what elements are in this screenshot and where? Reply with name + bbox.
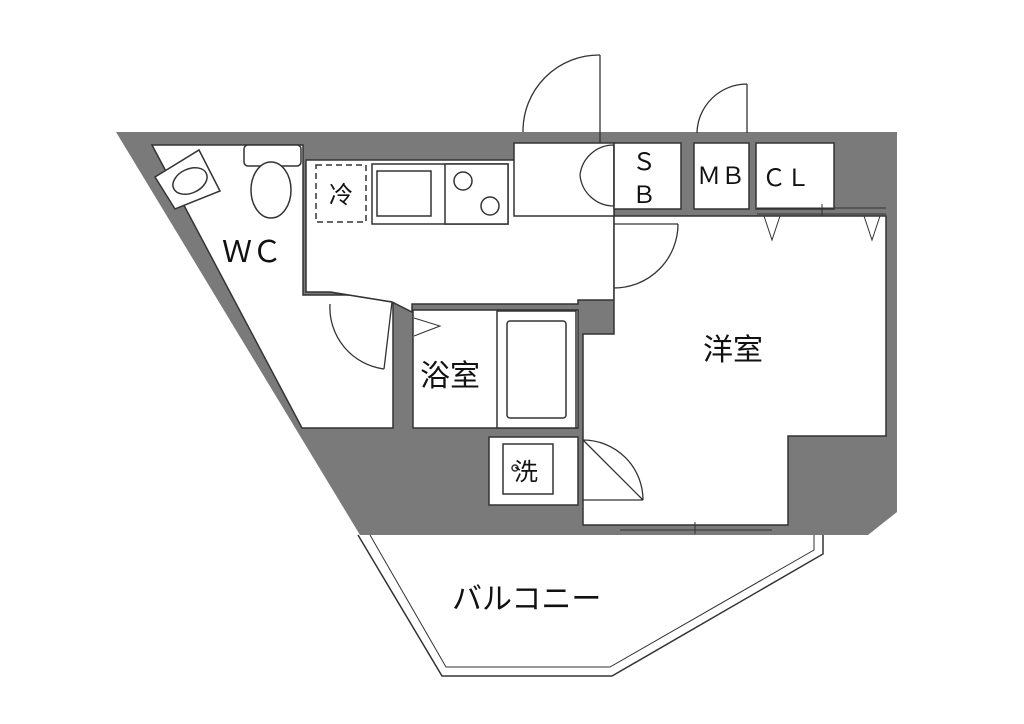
balcony-label: バルコニー	[452, 582, 601, 617]
mb-door-swing	[696, 83, 748, 134]
stove-burner-bottom	[480, 196, 500, 216]
fridge-box	[315, 164, 367, 223]
western-window	[620, 522, 772, 534]
cl-room	[755, 142, 835, 210]
closet-label: ＣＬ	[762, 164, 810, 192]
entry-door-swing	[522, 54, 601, 143]
sb-label-line2: Ｂ	[632, 181, 656, 209]
mb-room	[693, 142, 750, 210]
western-room-label: 洋室	[703, 333, 763, 368]
entry-room	[513, 142, 615, 217]
wc-label: ＷＣ	[222, 235, 282, 270]
closet-sliding-door	[757, 204, 886, 216]
wc-door-swing	[329, 291, 393, 370]
bath-door-swing	[582, 439, 644, 501]
toilet-bowl	[250, 161, 292, 219]
laundry-drain	[511, 464, 519, 472]
bathroom-label: 浴室	[420, 359, 480, 394]
balcony-outline	[357, 534, 824, 677]
closet-door-right-marker	[863, 215, 881, 242]
sb-label-line1: Ｓ	[632, 148, 656, 176]
western-door-swing	[613, 223, 679, 289]
balcony-inner-outline	[369, 534, 815, 668]
kitchen-sink	[376, 170, 432, 217]
closet-door-left-marker	[763, 215, 781, 242]
fridge-label: 冷	[329, 181, 353, 209]
laundry-pan	[502, 443, 554, 495]
sb-room	[613, 142, 682, 210]
western-room	[582, 215, 887, 526]
entry-inner-door-swing	[579, 144, 615, 207]
wc-washbasin-bowl	[172, 166, 208, 196]
mb-label: ＭＢ	[697, 162, 745, 190]
stove-panel	[444, 163, 509, 225]
stove-burner-top	[453, 171, 473, 191]
bathtub-inner	[506, 320, 567, 419]
washing-machine-label: 洗	[514, 458, 538, 486]
bath-shelf-marker	[413, 317, 442, 337]
